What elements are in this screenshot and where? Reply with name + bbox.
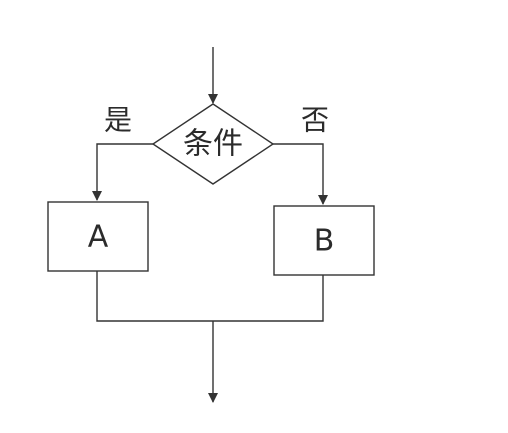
merge-connector	[96, 271, 324, 322]
no-branch-arrow	[273, 143, 328, 205]
process-box-b-label: B	[314, 224, 335, 259]
decision-label: 条件	[183, 127, 243, 162]
yes-label: 是	[104, 104, 132, 137]
process-box-b	[273, 205, 375, 276]
yes-branch-arrow	[92, 143, 153, 201]
process-box-a-label: A	[88, 220, 109, 255]
process-box-a	[47, 201, 149, 272]
no-label: 否	[301, 104, 329, 137]
decision-diamond	[151, 103, 275, 185]
